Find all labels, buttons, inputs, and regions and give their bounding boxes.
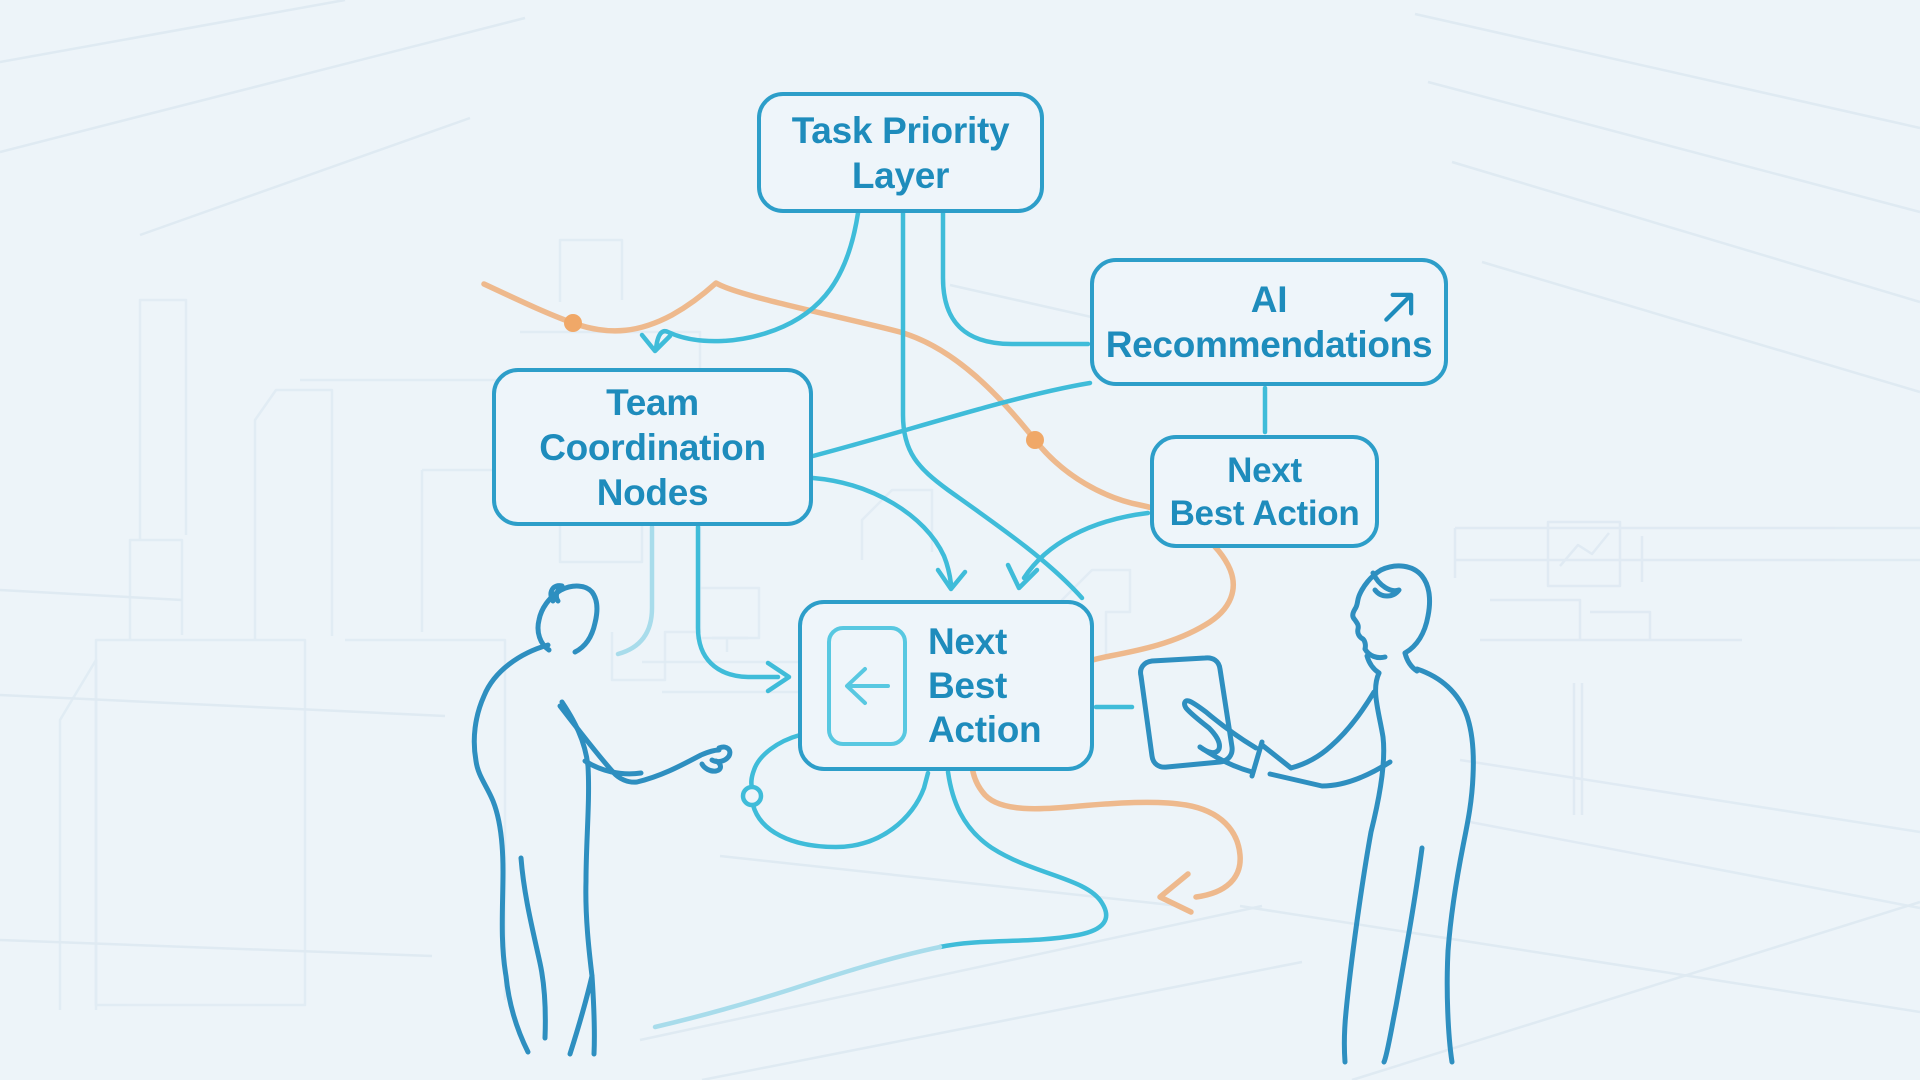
left-person-figure [471,583,733,1057]
node-label: Next Best Action [928,620,1042,750]
tablet [1138,655,1235,770]
arrowhead-icon [935,567,968,592]
line-chart-icon [1559,532,1610,567]
node-task-priority-layer: Task Priority Layer [757,92,1044,213]
right-person-figure [1182,563,1476,1065]
light-connectors [615,524,943,1030]
node-next-best-action-small: Next Best Action [1150,435,1379,548]
node-label: Next Best Action [1169,450,1360,533]
panel-arrow-left-icon [827,625,907,746]
orange-dot-left [564,314,582,332]
node-next-best-action-main: Next Best Action [798,600,1094,771]
circle-node [740,784,764,808]
node-label: Team Coordination Nodes [539,381,766,513]
node-ai-recommendations: AI Recommendations [1090,258,1448,386]
teal-connectors [639,210,1268,950]
arrowhead-icon [639,332,673,354]
arrowhead-icon [765,660,792,694]
node-label: Task Priority Layer [791,109,1010,196]
arrowhead-icon [1005,562,1040,591]
hair-detail [548,583,565,604]
orange-arrowhead-icon [1157,871,1194,915]
orange-flow-line [481,280,1243,915]
orange-dot-right [1026,431,1044,449]
hair-detail [1370,570,1402,599]
arrow-up-right-icon [1384,292,1414,322]
node-label: AI Recommendations [1105,279,1433,365]
node-team-coordination-nodes: Team Coordination Nodes [492,368,813,526]
